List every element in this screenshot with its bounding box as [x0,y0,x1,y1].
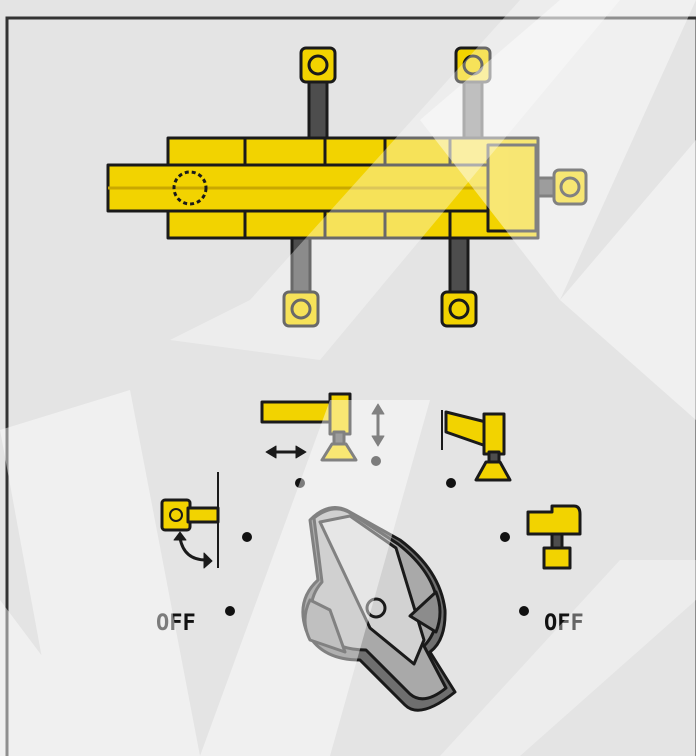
outrigger-beam-icon [106,46,588,328]
tilting-pad-icon [441,410,512,482]
pad-position-icon [526,504,582,570]
position-dot-icon [225,456,529,616]
rotate-fold-position-icon [160,472,220,569]
selector-panel: OFF OFF [156,392,584,712]
watermark-band [170,0,696,756]
rotate-arrow-icon [178,537,207,562]
panel-frame [5,16,696,756]
right-off-label: OFF [544,611,584,636]
selector-knob-icon[interactable] [301,506,457,712]
outrigger-leg-icon [454,46,492,146]
vertical-arrow-icon [371,403,385,447]
horizontal-arrow-icon [265,445,307,459]
outrigger-leg-icon [440,234,478,328]
outrigger-leg-icon [299,46,337,146]
extend-lift-position-icon [260,392,385,462]
outrigger-leg-icon [282,234,320,328]
left-off-label: OFF [156,611,196,636]
